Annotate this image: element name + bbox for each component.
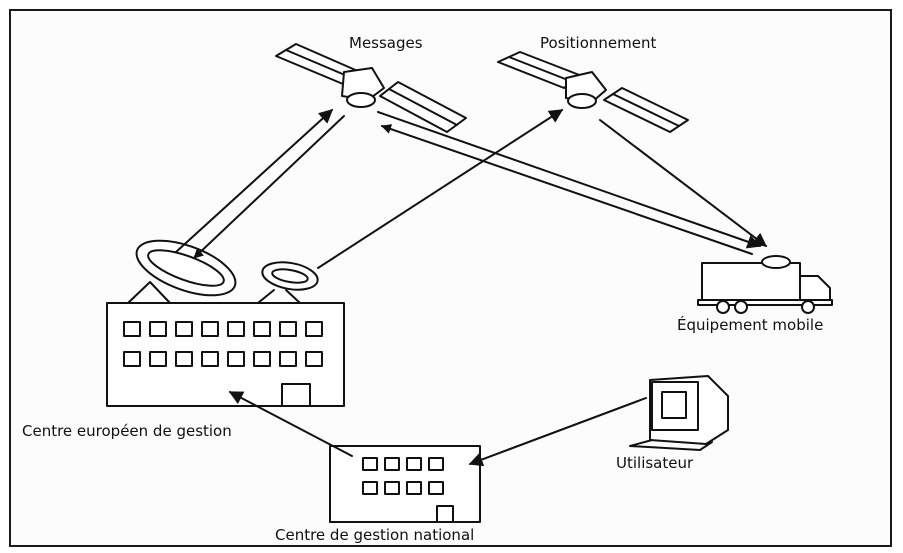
european-center-building [106, 302, 345, 407]
mobile-equipment-label: Équipement mobile [677, 316, 824, 334]
national-to-european-arrow [228, 391, 353, 457]
downlink-arrow-messages [193, 115, 345, 259]
small-dish-antenna-icon [257, 261, 319, 304]
national-center-label: Centre de gestion national [275, 526, 475, 544]
truck-icon [697, 255, 833, 314]
positioning-satellite-label: Positionnement [540, 34, 657, 52]
messages-satellite-icon [275, 43, 467, 133]
computer-terminal-icon [629, 375, 729, 451]
uplink-arrow-messages [175, 109, 334, 253]
link-arrows [175, 109, 768, 467]
positioning-to-truck-arrow [599, 119, 768, 247]
positioning-satellite-icon [497, 51, 689, 133]
messages-satellite-label: Messages [349, 34, 423, 52]
messages-to-truck-arrow [377, 111, 762, 249]
truck-to-messages-arrow [381, 124, 753, 255]
user-to-national-arrow [468, 397, 647, 467]
large-dish-antenna-icon [127, 239, 237, 304]
uplink-arrow-positioning [317, 109, 564, 269]
european-center-label: Centre européen de gestion [22, 422, 232, 440]
national-center-building [329, 445, 481, 523]
user-label: Utilisateur [616, 454, 694, 472]
